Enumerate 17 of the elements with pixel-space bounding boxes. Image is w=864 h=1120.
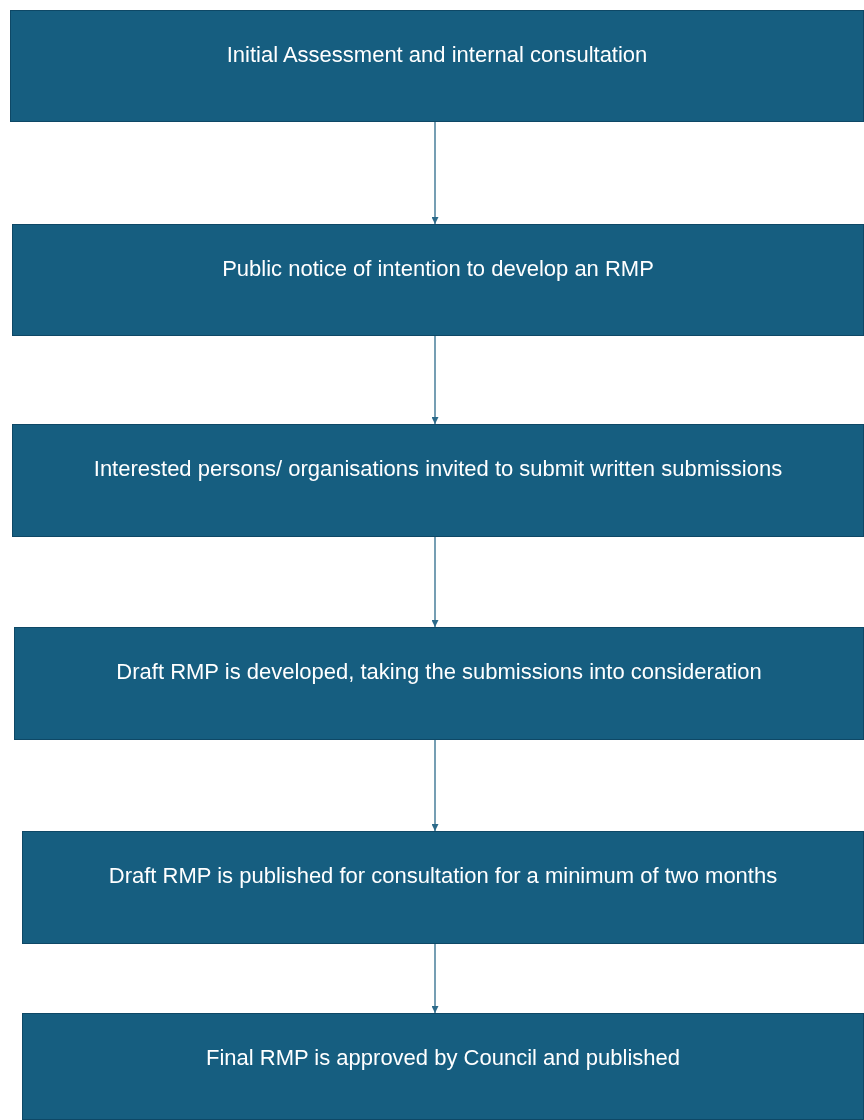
arrow <box>431 943 439 1014</box>
process-box <box>14 627 864 740</box>
arrow <box>431 536 439 628</box>
step-text: Interested persons/ organisations invited to submit written submissions <box>93 455 783 483</box>
arrow <box>431 739 439 832</box>
arrow <box>431 121 439 225</box>
process-box <box>12 224 864 336</box>
step-text: Draft RMP is published for consultation for a minimum of two months <box>108 862 778 890</box>
step-text: Draft RMP is developed, taking the submissions into consideration <box>116 658 762 686</box>
process-box <box>12 424 864 537</box>
process-box <box>22 1013 864 1120</box>
process-box <box>10 10 864 122</box>
step-text: Public notice of intention to develop an RMP <box>222 255 654 283</box>
step-text: Final RMP is approved by Council and published <box>205 1044 681 1072</box>
step-text: Initial Assessment and internal consultation <box>226 41 648 69</box>
arrow <box>431 335 439 425</box>
process-box <box>22 831 864 944</box>
